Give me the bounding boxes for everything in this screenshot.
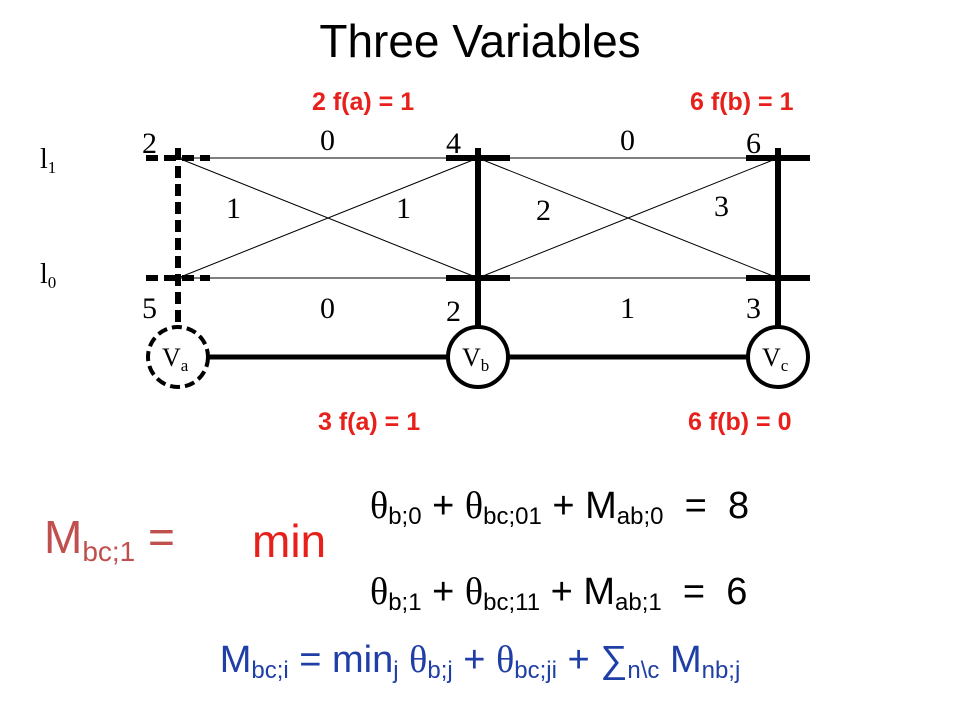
label-l0: l0 — [40, 259, 56, 292]
edge-bc-diag-up — [477, 157, 779, 279]
slide-title: Three Variables — [319, 15, 641, 67]
node-va-label: Va — [162, 343, 189, 375]
min-operator: min — [252, 515, 327, 567]
pairwise-bc-top: 0 — [620, 124, 635, 157]
unary-b-1: 4 — [446, 127, 461, 160]
message-top-a: 2 f(a) = 1 — [312, 88, 415, 116]
equation-row-label-0: θb;0 + θbc;01 + Mab;0 = 8 — [370, 485, 750, 530]
pairwise-edges — [177, 157, 779, 279]
label-l1: l1 — [40, 144, 56, 177]
pairwise-bc-bottom: 1 — [620, 292, 635, 325]
message-top-b: 6 f(b) = 1 — [690, 88, 794, 116]
pairwise-ab-cross-right: 1 — [396, 192, 411, 225]
general-message-formula: Mbc;i = minj θb;j + θbc;ji + ∑n\c Mnb;j — [219, 639, 741, 684]
message-lhs: Mbc;1 = — [44, 511, 175, 567]
message-bottom-b: 6 f(b) = 0 — [688, 408, 792, 436]
pairwise-bc-cross-left: 2 — [536, 194, 551, 227]
variable-a-labels — [146, 148, 210, 328]
pairwise-ab-00: 0 — [320, 292, 335, 325]
unary-c-1: 6 — [746, 127, 761, 160]
node-vc-circle — [746, 325, 810, 389]
unary-a-1: 2 — [142, 127, 157, 160]
variable-b-labels — [446, 148, 510, 328]
node-va-circle — [146, 325, 210, 389]
unary-c-0: 3 — [746, 292, 761, 325]
edge-ab-diag-up — [177, 157, 479, 279]
pairwise-bc-cross-right: 3 — [714, 190, 729, 223]
variable-c-labels — [746, 148, 810, 328]
unary-b-0: 2 — [446, 295, 461, 328]
message-bottom-a: 3 f(a) = 1 — [318, 408, 421, 436]
node-vb-label: Vb — [462, 343, 489, 375]
node-vb-circle — [446, 325, 510, 389]
pairwise-ab-cross-left: 1 — [226, 192, 241, 225]
node-vc-label: Vc — [762, 343, 789, 375]
unary-a-0: 5 — [142, 292, 157, 325]
equation-row-label-1: θb;1 + θbc;11 + Mab;1 = 6 — [370, 571, 748, 616]
pairwise-ab-11: 0 — [320, 124, 335, 157]
